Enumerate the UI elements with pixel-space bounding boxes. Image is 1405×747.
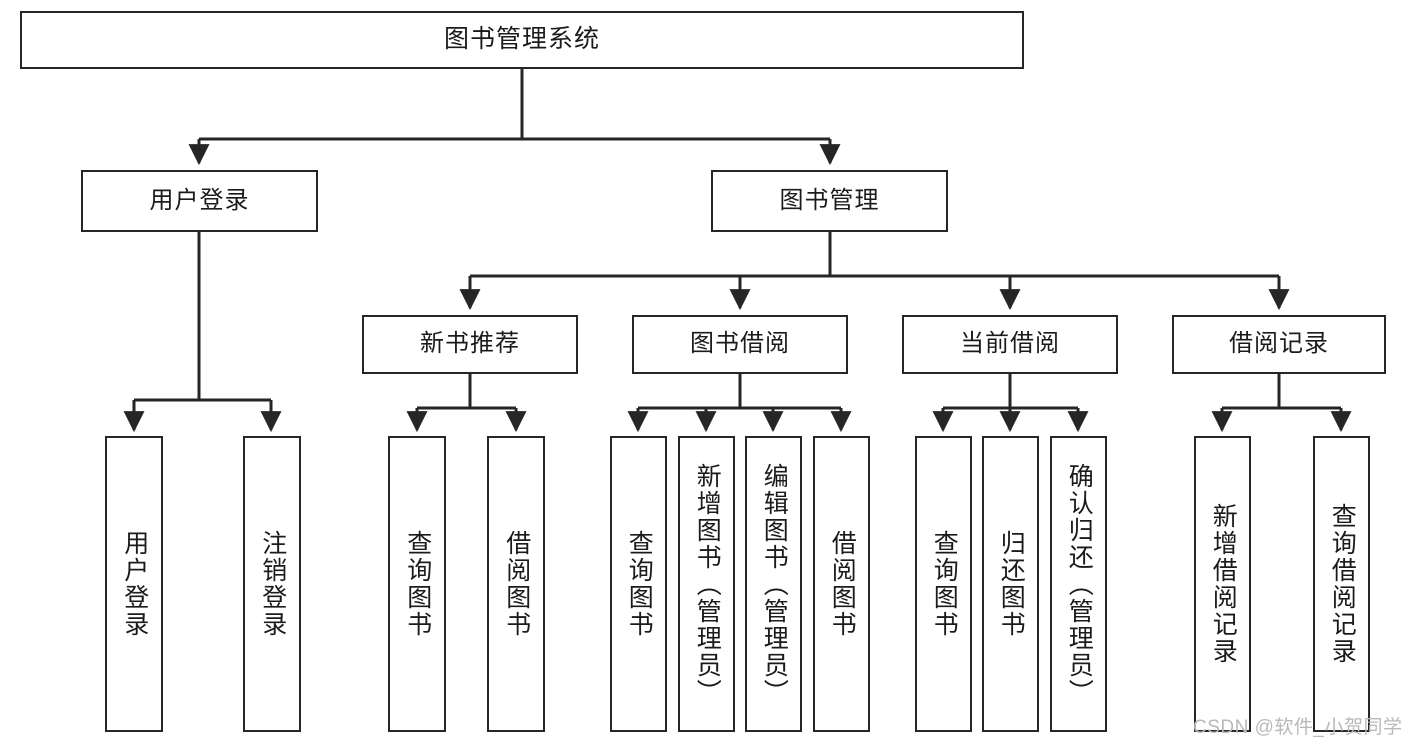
leaf-borrow-borrow-book[interactable]: 借阅图书	[813, 436, 870, 732]
node-label: 图书管理	[779, 186, 880, 214]
node-label: 确认归还（管理员）	[1065, 462, 1094, 706]
leaf-record-add-record[interactable]: 新增借阅记录	[1194, 436, 1251, 732]
node-borrow-record[interactable]: 借阅记录	[1172, 315, 1386, 374]
leaf-borrow-add-book[interactable]: 新增图书（管理员）	[678, 436, 735, 732]
node-label: 用户登录	[149, 186, 250, 214]
node-label: 用户登录	[120, 530, 149, 638]
node-label: 归还图书	[997, 530, 1026, 638]
csdn-watermark: CSDN @软件_小贺同学	[1193, 717, 1403, 738]
node-book-borrow[interactable]: 图书借阅	[632, 315, 848, 374]
node-user-login[interactable]: 用户登录	[81, 170, 318, 232]
node-label: 图书借阅	[690, 330, 790, 358]
node-book-management[interactable]: 图书管理	[711, 170, 948, 232]
node-label: 注销登录	[258, 530, 287, 638]
node-label: 查询图书	[403, 530, 432, 638]
node-label: 当前借阅	[960, 330, 1060, 358]
leaf-borrow-edit-book[interactable]: 编辑图书（管理员）	[745, 436, 802, 732]
node-label: 新书推荐	[420, 330, 520, 358]
leaf-user-login-login[interactable]: 用户登录	[105, 436, 163, 732]
leaf-current-return-book[interactable]: 归还图书	[982, 436, 1039, 732]
node-label: 图书管理系统	[443, 25, 600, 54]
leaf-recommend-borrow-book[interactable]: 借阅图书	[487, 436, 545, 732]
node-label: 新增借阅记录	[1209, 503, 1238, 665]
node-label: 编辑图书（管理员）	[760, 462, 789, 706]
node-label: 新增图书（管理员）	[693, 462, 722, 706]
node-label: 借阅图书	[502, 530, 531, 638]
node-root-system[interactable]: 图书管理系统	[20, 11, 1024, 69]
leaf-borrow-query-book[interactable]: 查询图书	[610, 436, 667, 732]
node-label: 借阅记录	[1229, 330, 1329, 358]
leaf-recommend-query-book[interactable]: 查询图书	[388, 436, 446, 732]
node-label: 查询图书	[625, 530, 654, 638]
leaf-current-query-book[interactable]: 查询图书	[915, 436, 972, 732]
node-new-book-recommend[interactable]: 新书推荐	[362, 315, 578, 374]
leaf-current-confirm-return[interactable]: 确认归还（管理员）	[1050, 436, 1107, 732]
leaf-record-query-record[interactable]: 查询借阅记录	[1313, 436, 1370, 732]
node-label: 借阅图书	[828, 530, 857, 638]
leaf-user-login-logout[interactable]: 注销登录	[243, 436, 301, 732]
node-label: 查询图书	[930, 530, 959, 638]
node-label: 查询借阅记录	[1328, 503, 1357, 665]
node-current-borrow[interactable]: 当前借阅	[902, 315, 1118, 374]
